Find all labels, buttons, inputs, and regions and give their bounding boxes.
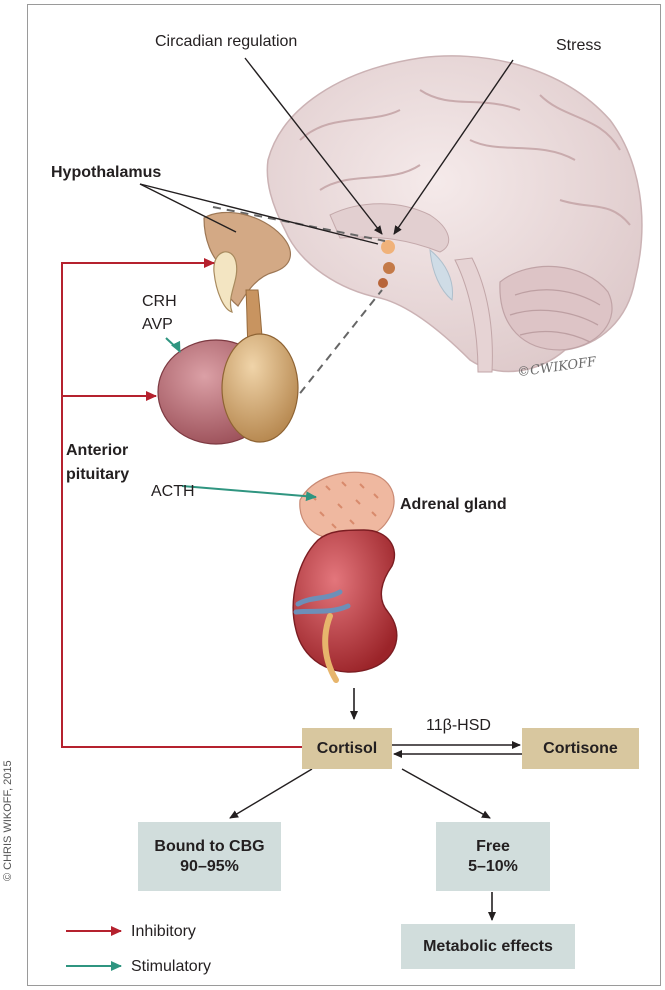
- pituitary-stalk-top: [214, 252, 237, 312]
- kidney-illustration: [293, 472, 397, 680]
- acth-label: ACTH: [151, 482, 195, 501]
- crh-label: CRH: [142, 292, 177, 311]
- cortisol-to-free-arrow: [402, 769, 490, 818]
- free-line2: 5–10%: [468, 857, 518, 877]
- cortisol-box: Cortisol: [302, 728, 392, 769]
- stim-arrow-acth: [182, 486, 316, 497]
- avp-label: AVP: [142, 315, 173, 334]
- adrenal-gland-shape: [300, 472, 394, 539]
- brain-pituitary-lobe-2: [378, 278, 388, 288]
- adrenal-gland-label: Adrenal gland: [400, 495, 507, 514]
- pituitary-illustration: [158, 212, 298, 444]
- free-box: Free 5–10%: [436, 822, 550, 891]
- posterior-pituitary-gland: [222, 334, 298, 442]
- legend-stimulatory-label: Stimulatory: [131, 957, 211, 976]
- metabolic-effects-box: Metabolic effects: [401, 924, 575, 969]
- legend-inhibitory-label: Inhibitory: [131, 922, 196, 941]
- metabolic-text: Metabolic effects: [423, 937, 553, 957]
- cortisol-text: Cortisol: [317, 739, 377, 759]
- free-line1: Free: [476, 837, 510, 857]
- stress-label: Stress: [556, 36, 601, 55]
- brain-pituitary-lobe: [383, 262, 395, 274]
- brain-hypothalamus-spot: [381, 240, 395, 254]
- bound-line2: 90–95%: [180, 857, 239, 877]
- cortisol-to-bound-arrow: [230, 769, 312, 818]
- cortisone-box: Cortisone: [522, 728, 639, 769]
- circadian-label: Circadian regulation: [155, 32, 297, 51]
- copyright-credit: © CHRIS WIKOFF, 2015: [2, 761, 14, 881]
- cortisone-text: Cortisone: [543, 739, 618, 759]
- brain-illustration: [267, 56, 642, 372]
- stim-arrow-crh: [166, 338, 180, 352]
- bound-to-cbg-box: Bound to CBG 90–95%: [138, 822, 281, 891]
- hypothalamus-pointer-1: [140, 184, 236, 232]
- bound-line1: Bound to CBG: [154, 837, 264, 857]
- anterior-pituitary-label-line1: Anterior: [66, 441, 128, 460]
- hypothalamus-label: Hypothalamus: [51, 163, 161, 182]
- anterior-pituitary-label-line2: pituitary: [66, 465, 129, 484]
- enzyme-label: 11β-HSD: [426, 716, 491, 735]
